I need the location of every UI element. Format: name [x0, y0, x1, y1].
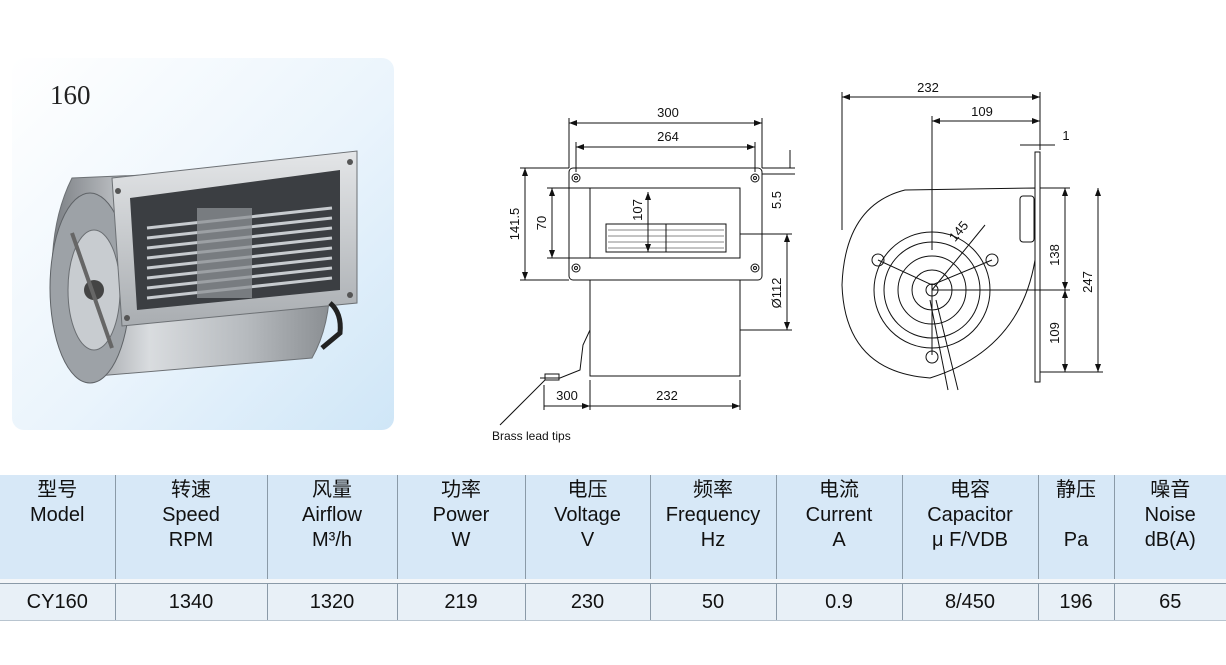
dim-front-lead-300: 300: [556, 388, 578, 403]
header-cn: 风量: [312, 479, 352, 501]
header-unit: Hz: [700, 529, 726, 551]
table-cell: 230: [524, 583, 650, 621]
header-unit: A: [832, 529, 846, 551]
header-unit: M³/h: [312, 529, 352, 551]
table-header-cell: 静压 Pa: [1037, 475, 1114, 579]
dim-side-138: 138: [1047, 244, 1062, 266]
dim-front-70: 70: [534, 216, 549, 230]
header-en: Model: [30, 504, 85, 526]
header-cn: 型号: [37, 479, 78, 501]
dim-side-247: 247: [1080, 271, 1095, 293]
header-cn: 电流: [819, 479, 859, 501]
dim-side-145: 145: [946, 218, 971, 244]
header-en: Capacitor: [927, 504, 1013, 526]
dim-side-109-top: 109: [971, 104, 993, 119]
header-en: Voltage: [554, 504, 621, 526]
header-en: Current: [805, 504, 873, 526]
dim-front-141-5: 141.5: [507, 208, 522, 241]
table-cell: 1340: [114, 583, 267, 621]
header-cn: 电容: [950, 479, 990, 501]
dim-front-dia-112: Ø112: [769, 278, 784, 309]
dim-front-5-5: 5.5: [769, 191, 784, 209]
table-header-cell: 电容 Capacitor μ F/VDB: [901, 475, 1038, 579]
header-cn: 静压: [1056, 479, 1096, 501]
header-unit: W: [451, 529, 471, 551]
dim-front-264: 264: [657, 129, 679, 144]
header-en: Noise: [1144, 504, 1196, 526]
table-header-cell: 型号 Model: [0, 475, 115, 579]
dim-front-232: 232: [656, 388, 678, 403]
table-cell: 65: [1113, 583, 1226, 621]
header-unit: V: [580, 529, 595, 551]
table-header-cell: 噪音 Noise dB(A): [1113, 475, 1226, 579]
dim-side-109-bottom: 109: [1047, 322, 1062, 344]
header-en: Power: [432, 504, 490, 526]
front-view-drawing: 300 264 141.5 70 107 5.5 Ø112 300 232: [499, 105, 795, 426]
table-cell: 1320: [266, 583, 397, 621]
header-unit: dB(A): [1144, 529, 1196, 551]
header-cn: 噪音: [1150, 479, 1191, 501]
header-cn: 功率: [441, 479, 481, 501]
header-cn: 频率: [693, 479, 733, 501]
dim-side-232: 232: [917, 80, 939, 95]
header-unit: μ F/VDB: [932, 529, 1008, 551]
table-cell: 0.9: [775, 583, 902, 621]
brass-lead-annotation: Brass lead tips: [492, 429, 571, 443]
header-unit: RPM: [168, 529, 214, 551]
header-unit: [0, 528, 115, 553]
model-label: 160: [50, 80, 91, 110]
header-en: Speed: [162, 504, 220, 526]
dim-side-1: 1: [1062, 128, 1069, 143]
table-cell: CY160: [0, 583, 115, 621]
table-cell: 196: [1037, 583, 1114, 621]
blower-illustration: [49, 150, 358, 384]
header-unit: Pa: [1063, 529, 1089, 551]
header-cn: 转速: [171, 479, 211, 501]
header-cn: 电压: [567, 479, 608, 501]
table-cell: 8/450: [901, 583, 1038, 621]
dim-front-300: 300: [657, 105, 679, 120]
side-view-drawing: 232 109 1 145 138 247 109: [841, 80, 1103, 391]
header-en: Frequency: [665, 504, 761, 526]
product-photo-card: 160: [12, 58, 394, 430]
header-en: Airflow: [301, 504, 362, 526]
header-en: [1039, 503, 1114, 528]
dim-front-107: 107: [630, 199, 645, 221]
table-cell: 219: [396, 583, 525, 621]
table-cell: 50: [649, 583, 776, 621]
